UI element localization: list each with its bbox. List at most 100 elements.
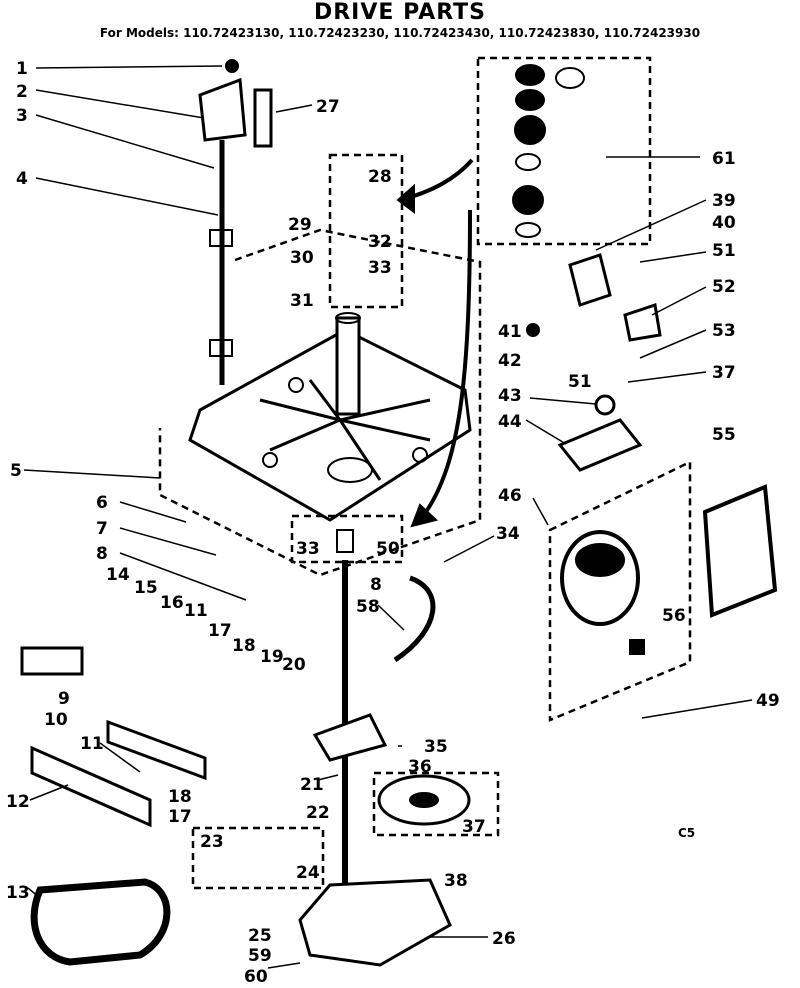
callout-61: 61 <box>712 149 736 169</box>
motor-group-box <box>548 460 692 722</box>
bracket-40 <box>568 253 612 307</box>
callout-58: 58 <box>356 597 380 617</box>
callout-16: 16 <box>160 593 184 613</box>
part-50-bearing <box>336 529 354 553</box>
gear-case <box>298 878 452 967</box>
motor-winding <box>575 543 625 577</box>
callout-2: 2 <box>16 82 28 102</box>
part-1 <box>225 59 239 73</box>
callout-17b: 17 <box>168 807 192 827</box>
part-20-cam <box>312 713 388 762</box>
callout-5: 5 <box>10 461 22 481</box>
arrow-head-2 <box>410 503 439 528</box>
callout-14: 14 <box>106 565 130 585</box>
shift-bracket <box>198 77 247 142</box>
parts-group-23-24-box <box>191 826 325 890</box>
callout-55: 55 <box>712 425 736 445</box>
panel-55 <box>702 484 778 618</box>
center-tube <box>335 316 361 416</box>
callout-42: 42 <box>498 351 522 371</box>
plate-hole-2 <box>262 452 278 468</box>
callout-44: 44 <box>498 412 522 432</box>
callout-35: 35 <box>424 737 448 757</box>
callout-18b: 18 <box>168 787 192 807</box>
callout-29: 29 <box>288 215 312 235</box>
callout-12: 12 <box>6 792 30 812</box>
callout-43: 43 <box>498 386 522 406</box>
callout-3: 3 <box>16 106 28 126</box>
bracket-52 <box>623 303 662 342</box>
callout-52: 52 <box>712 277 736 297</box>
callout-30: 30 <box>290 248 314 268</box>
pulley-hub <box>409 792 439 808</box>
callout-38: 38 <box>444 871 468 891</box>
callout-49: 49 <box>756 691 780 711</box>
callout-53: 53 <box>712 321 736 341</box>
callout-labels: 1 2 3 4 27 28 29 30 31 32 33 61 39 40 51… <box>6 59 780 987</box>
callout-24: 24 <box>296 863 320 883</box>
plate-hole-3 <box>412 447 428 463</box>
lever-58 <box>393 575 436 663</box>
callout-51b: 51 <box>568 372 592 392</box>
callout-28: 28 <box>368 167 392 187</box>
part-43 <box>594 394 616 416</box>
callout-13: 13 <box>6 883 30 903</box>
callout-8b: 8 <box>370 575 382 595</box>
belt-13 <box>30 878 171 966</box>
callout-31: 31 <box>290 291 314 311</box>
diagram-title: DRIVE PARTS <box>313 0 487 25</box>
center-tube-top <box>335 312 361 324</box>
callout-8a: 8 <box>96 544 108 564</box>
part-27 <box>253 88 273 148</box>
callout-27: 27 <box>316 97 340 117</box>
callout-25: 25 <box>248 926 272 946</box>
arrow-to-50 <box>418 209 472 522</box>
rod-clamp-upper <box>209 229 233 247</box>
callout-51a: 51 <box>712 241 736 261</box>
callout-15: 15 <box>134 578 158 598</box>
callout-32: 32 <box>368 232 392 252</box>
callout-11a: 11 <box>184 601 208 621</box>
callout-6: 6 <box>96 493 108 513</box>
callout-21: 21 <box>300 775 324 795</box>
part-42 <box>526 323 540 337</box>
callout-20: 20 <box>282 655 306 675</box>
callout-4: 4 <box>16 169 28 189</box>
callout-22: 22 <box>306 803 330 823</box>
callout-56: 56 <box>662 606 686 626</box>
callout-17a: 17 <box>208 621 232 641</box>
plate-hole-1 <box>288 377 304 393</box>
callout-41: 41 <box>498 322 522 342</box>
callout-23: 23 <box>200 832 224 852</box>
base-plate-outline <box>158 228 482 577</box>
seal-stack <box>512 64 585 238</box>
callout-50: 50 <box>376 539 400 559</box>
leader-lines <box>23 65 753 969</box>
pulley-group-box <box>372 771 500 837</box>
part-56 <box>629 639 645 655</box>
bracket-12 <box>30 745 152 828</box>
callout-9: 9 <box>58 689 70 709</box>
callout-11b: 11 <box>80 734 104 754</box>
parts-group-61-box <box>476 56 652 246</box>
spider-arms <box>259 379 431 481</box>
callout-36: 36 <box>408 757 432 777</box>
callout-46: 46 <box>498 486 522 506</box>
callout-34: 34 <box>496 524 520 544</box>
callout-59: 59 <box>248 946 272 966</box>
models-line: For Models: 110.72423130, 110.72423230, … <box>99 26 701 40</box>
motor-bracket-44 <box>557 418 643 472</box>
callout-10: 10 <box>44 710 68 730</box>
arrow-head-1 <box>396 183 415 214</box>
corner-code: C5 <box>678 826 696 840</box>
callout-33b: 33 <box>296 539 320 559</box>
drive-hole <box>327 457 373 483</box>
callout-37b: 37 <box>462 817 486 837</box>
callout-37a: 37 <box>712 363 736 383</box>
callout-7: 7 <box>96 519 108 539</box>
callout-40: 40 <box>712 213 736 233</box>
callout-26: 26 <box>492 929 516 949</box>
callout-33a: 33 <box>368 258 392 278</box>
